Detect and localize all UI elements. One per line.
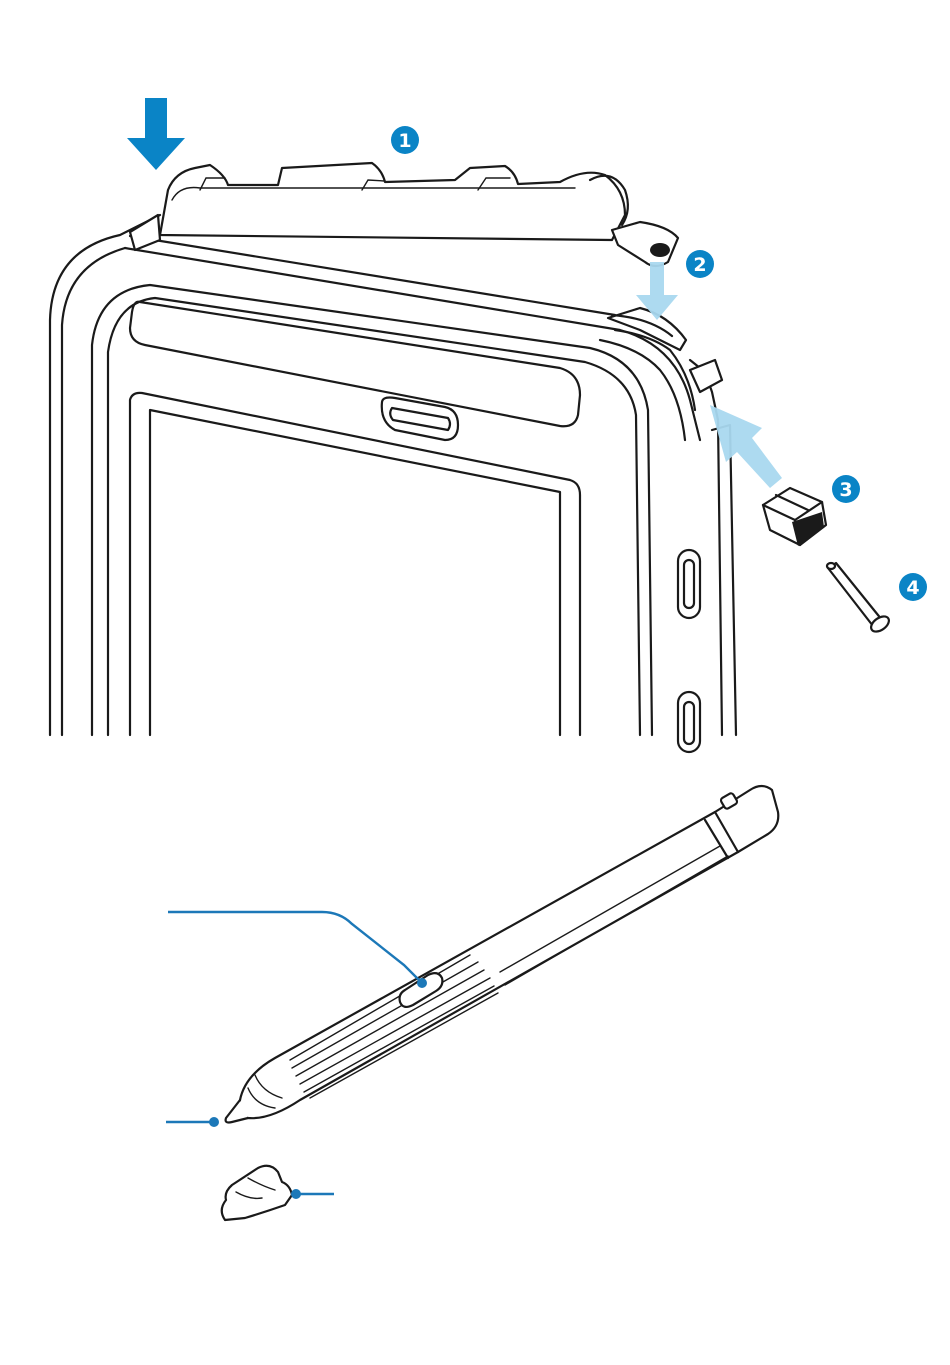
- push-down-arrow-icon: [127, 98, 185, 170]
- leader-barrel-button: [168, 912, 427, 988]
- step-badge-2-label: 2: [693, 254, 706, 276]
- rubber-plug-part: [763, 488, 826, 546]
- step-badge-2: 2: [686, 250, 714, 278]
- push-in-arrow-icon: [710, 405, 782, 488]
- tablet-illustration: [50, 163, 736, 752]
- leader-pen-tip: [166, 1117, 219, 1127]
- step-badge-4-label: 4: [906, 577, 919, 599]
- leader-spare-nib: [291, 1189, 334, 1199]
- step-badge-4: 4: [899, 573, 927, 601]
- pin-part: [827, 563, 892, 635]
- step-badge-3: 3: [832, 475, 860, 503]
- step-badge-1: 1: [391, 126, 419, 154]
- step-badge-1-label: 1: [398, 130, 411, 152]
- spare-nib-illustration: [222, 1166, 292, 1220]
- stylus-pen-illustration: [226, 786, 779, 1123]
- step-badge-3-label: 3: [839, 479, 852, 501]
